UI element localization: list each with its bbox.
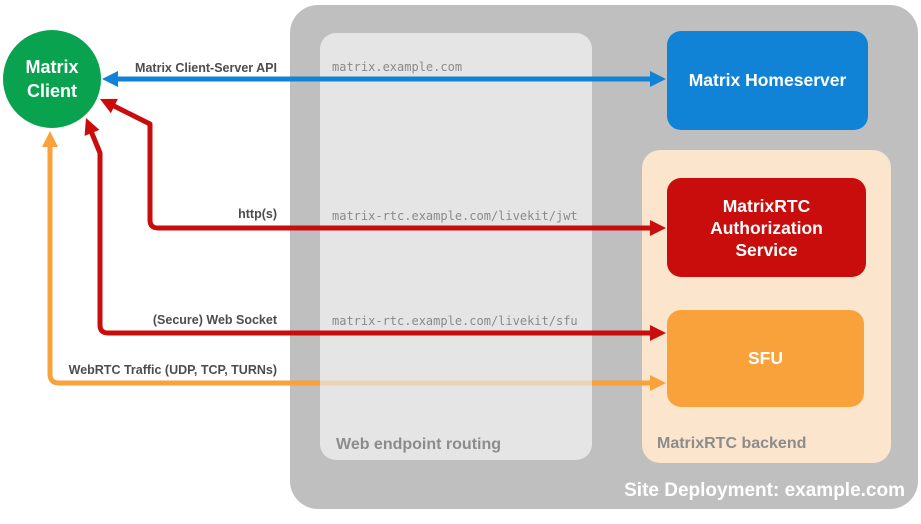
matrix-client-label: Matrix Client <box>25 57 79 101</box>
sfu-endpoint-url: matrix-rtc.example.com/livekit/sfu <box>332 314 578 328</box>
jwt-endpoint-url: matrix-rtc.example.com/livekit/jwt <box>332 209 578 223</box>
client-server-api-arrow-label: Matrix Client-Server API <box>135 61 277 75</box>
https-arrow-label: http(s) <box>238 207 277 221</box>
matrix-homeserver-node: Matrix Homeserver <box>667 31 868 130</box>
matrix-homeserver-label: Matrix Homeserver <box>688 70 847 90</box>
matrixrtc-authorization-service-label: MatrixRTC Authorization Service <box>710 195 823 260</box>
homeserver-endpoint-url: matrix.example.com <box>332 60 463 74</box>
matrixrtc-authorization-service-node: MatrixRTC Authorization Service <box>667 178 866 277</box>
matrix-client-node: Matrix Client <box>3 30 101 128</box>
sfu-label: SFU <box>748 348 783 368</box>
sfu-node: SFU <box>667 310 864 407</box>
web-endpoint-routing-box <box>320 33 592 460</box>
matrixrtc-backend-label: MatrixRTC backend <box>657 435 807 452</box>
site-deployment-label: Site Deployment: example.com <box>624 480 905 501</box>
websocket-arrow-label: (Secure) Web Socket <box>152 313 277 327</box>
webrtc-traffic-arrow-label: WebRTC Traffic (UDP, TCP, TURNs) <box>68 363 277 377</box>
web-endpoint-routing-label: Web endpoint routing <box>336 436 502 453</box>
